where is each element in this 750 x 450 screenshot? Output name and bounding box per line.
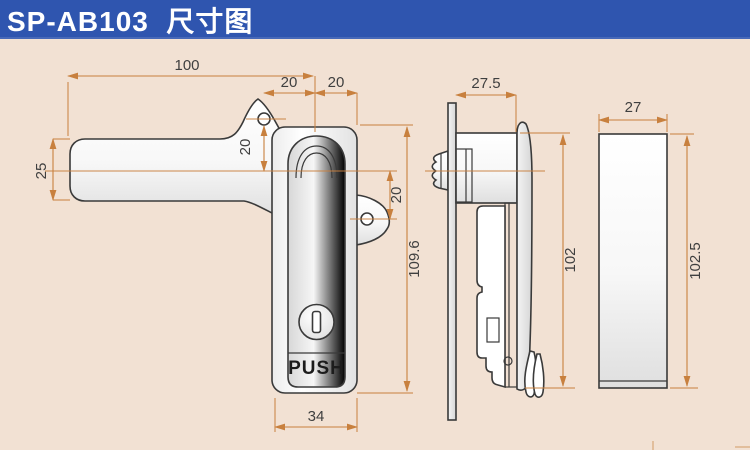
- side-view: [431, 102, 545, 421]
- svg-text:102.5: 102.5: [687, 242, 704, 280]
- inner-handle-arch-2: [300, 152, 333, 179]
- svg-text:109.6: 109.6: [406, 240, 423, 278]
- svg-text:20: 20: [388, 187, 405, 204]
- back-view: [598, 133, 668, 389]
- wing-fastener: [431, 149, 449, 191]
- page-title: SP-AB103 尺寸图: [7, 5, 254, 37]
- dimension-handle-height: 25: [33, 138, 70, 201]
- back-plate: [598, 133, 668, 389]
- latch-claw-2: [532, 353, 545, 398]
- mounting-panel: [447, 102, 457, 421]
- inner-handle-arch: [295, 145, 338, 179]
- handle-lever: [69, 98, 281, 219]
- dimension-total-width: 100: [67, 57, 316, 136]
- svg-text:27: 27: [625, 99, 642, 116]
- dimension-body-width: 34: [274, 398, 358, 432]
- dimension-back-width: 27: [598, 99, 668, 132]
- key-slot: [311, 310, 322, 334]
- dimension-side-hole-offset: 20: [386, 170, 405, 220]
- front-bezel-profile: [516, 121, 533, 391]
- front-view-dimensions: 100 20 20 25 20 20 109.6: [33, 57, 423, 432]
- svg-text:100: 100: [174, 57, 199, 74]
- dimension-side-height: 102: [520, 132, 579, 389]
- watermark-fragment: [652, 441, 750, 450]
- dimension-top-hole-offset: 20: [237, 125, 268, 172]
- back-view-dimensions: 27 102.5: [598, 99, 704, 389]
- dimension-head-depth: 27.5: [455, 75, 517, 132]
- side-view-dimensions: 27.5 102: [425, 75, 579, 389]
- dimension-offset-left: 20: [263, 74, 316, 97]
- svg-text:20: 20: [328, 74, 345, 91]
- title-bar: SP-AB103 尺寸图: [0, 0, 750, 39]
- front-view: PUSH: [69, 98, 391, 394]
- cylinder-back: [455, 148, 473, 203]
- head-block: [455, 132, 518, 204]
- svg-text:20: 20: [237, 139, 254, 156]
- latch-housing: [476, 205, 506, 389]
- svg-text:20: 20: [281, 74, 298, 91]
- push-label: PUSH: [288, 358, 345, 379]
- svg-text:102: 102: [562, 247, 579, 272]
- svg-text:34: 34: [308, 408, 325, 425]
- housing-slot: [486, 317, 500, 343]
- dimension-body-height: 109.6: [357, 124, 423, 394]
- svg-text:25: 25: [33, 163, 50, 180]
- svg-text:27.5: 27.5: [471, 75, 500, 92]
- dimension-back-height: 102.5: [670, 133, 704, 389]
- dimension-offset-right: 20: [314, 74, 358, 125]
- housing-hole: [503, 356, 513, 366]
